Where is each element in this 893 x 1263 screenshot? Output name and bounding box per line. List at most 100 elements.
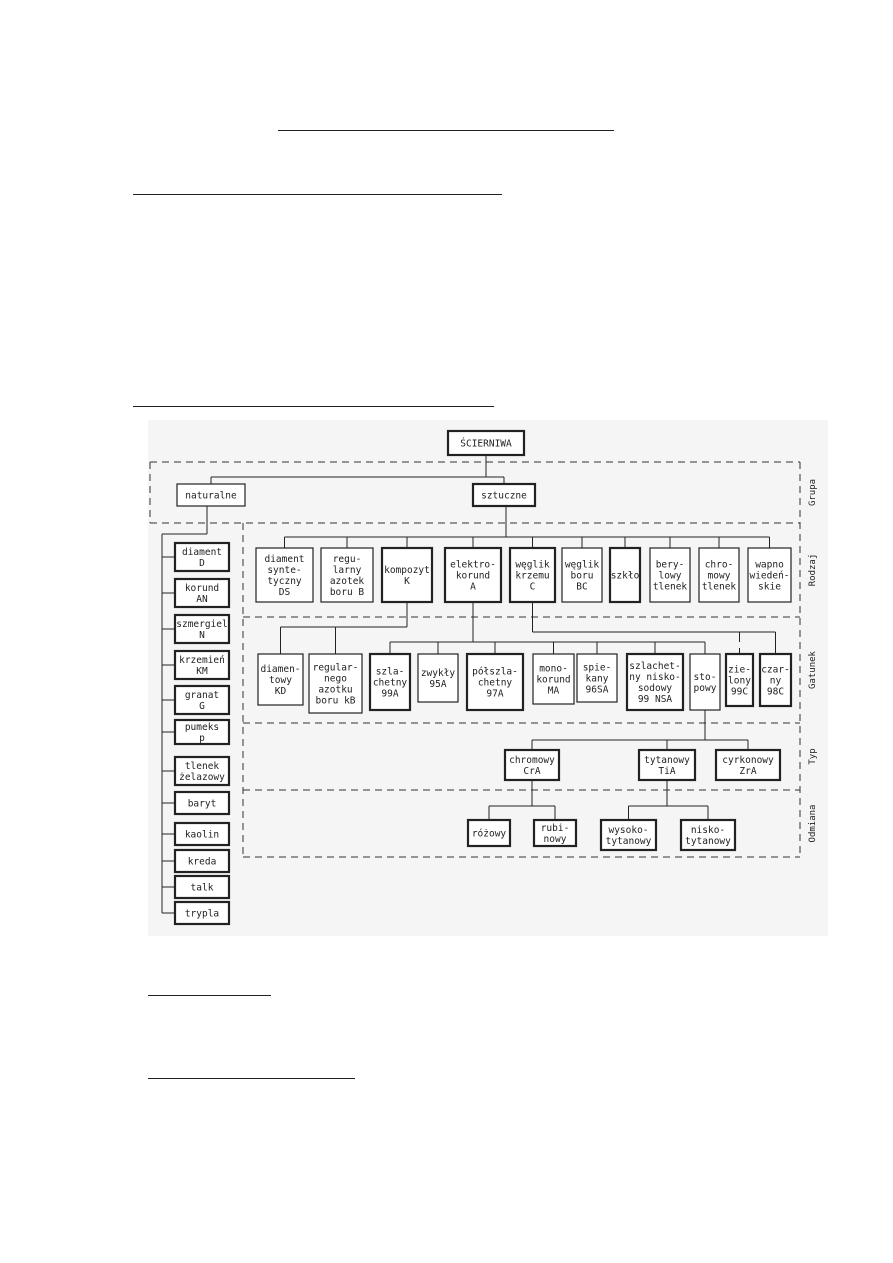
redacted-line-4 [148,995,271,996]
variant-node-0: różowy [466,818,512,848]
natural-abrasive-10-label: talk [191,883,214,894]
grade-node-7-frame [625,652,685,712]
variant-node-3: nisko-tytanowy [679,818,737,852]
band-label-odmiana: Odmiana [808,805,818,843]
kind-node-6: szkło [608,546,642,604]
variant-node-1: rubi-nowy [532,818,578,848]
natural-abrasive-5-frame [173,718,231,746]
natural-abrasive-9-label: kreda [188,857,217,868]
group-natural-label: naturalne [185,491,237,502]
type-node-0-frame [503,748,561,782]
grade-node-9-frame [724,652,755,708]
variant-node-0-label: różowy [472,829,507,840]
group-synthetic: sztuczne [471,482,537,508]
redacted-line-2 [133,194,502,195]
redacted-line-5 [148,1078,355,1079]
grade-node-4-frame [465,652,525,712]
grade-node-8-label: sto-powy [694,672,717,694]
band-label-typ: Typ [808,748,818,764]
redacted-line-1 [278,130,614,131]
natural-abrasive-7-label: baryt [188,799,217,810]
grade-node-3-frame [417,653,459,703]
variant-node-1-label: rubi-nowy [541,823,570,845]
natural-abrasive-10: talk [173,874,231,900]
kind-node-6-label: szkło [611,571,640,582]
variant-node-2-label: wysoko-tytanowy [606,825,652,847]
root-node-frame [446,429,526,457]
variant-node-2-frame [599,818,658,852]
variant-node-0-frame [466,818,512,848]
grade-node-0-frame [257,653,304,706]
grade-node-8-frame [689,653,721,711]
natural-abrasive-11-label: trypla [185,909,219,920]
grade-node-10-frame [758,652,793,708]
kind-node-8-frame [698,547,740,603]
type-node-2-frame [714,748,782,782]
band-label-rodzaj: Rodzaj [808,554,818,587]
kind-node-0-frame [255,547,314,603]
variant-node-3-label: nisko-tytanowy [685,825,731,847]
root-node-label: ŚCIERNIWA [460,438,512,450]
group-synthetic-label: sztuczne [481,491,527,502]
natural-abrasive-8-label: kaolin [185,830,219,841]
variant-node-1-frame [532,818,578,848]
natural-abrasive-9: kreda [173,848,231,874]
band-label-grupa: Grupa [808,479,818,506]
kind-node-6-frame [608,546,642,604]
grade-node-6-frame [576,653,618,703]
band-label-gatunek: Gatunek [808,650,818,689]
natural-abrasive-8: kaolin [173,821,231,847]
root-node: ŚCIERNIWA [446,429,526,457]
redacted-line-3 [133,406,494,407]
